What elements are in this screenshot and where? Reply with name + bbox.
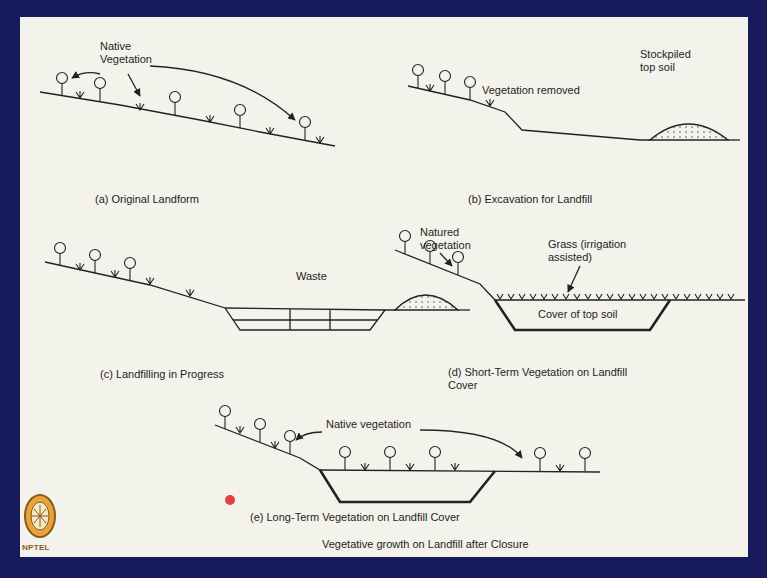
subfigure-title: (e) Long-Term Vegetation on Landfill Cov…	[250, 511, 460, 524]
ground-line	[40, 92, 335, 146]
vegetation	[55, 65, 735, 472]
leader-line	[568, 266, 580, 292]
callout-label: Grass (irrigation assisted)	[548, 238, 648, 264]
nptel-logo	[25, 495, 55, 537]
ground-line	[458, 309, 470, 310]
leader-line	[128, 74, 140, 96]
callout-label: Native Vegetation	[100, 40, 160, 66]
ground-line	[215, 425, 600, 472]
ground-line	[728, 139, 740, 140]
landfill-cover	[320, 470, 495, 502]
waste-cells	[225, 308, 385, 330]
ground-line	[45, 262, 395, 330]
callout-label: Cover of top soil	[538, 308, 617, 321]
leader-line	[420, 430, 522, 458]
subfigure-title: (c) Landfilling in Progress	[100, 368, 224, 381]
subfigure-title: (a) Original Landform	[95, 193, 199, 206]
leader-line	[150, 66, 295, 120]
callout-label: Natured vegetation	[420, 226, 482, 252]
landfill-cover	[495, 300, 670, 330]
callout-label: Stockpiled top soil	[640, 48, 702, 74]
callout-label: Native vegetation	[326, 418, 411, 431]
sketches	[40, 66, 745, 502]
stockpile	[650, 124, 728, 140]
subfigure-title: (b) Excavation for Landfill	[468, 193, 592, 206]
logo-text: NPTEL	[22, 541, 50, 554]
leader-line	[440, 253, 452, 266]
callout-label: Waste	[296, 270, 327, 283]
leader-line	[72, 73, 100, 78]
leader-line	[296, 432, 322, 440]
figure-caption: Vegetative growth on Landfill after Clos…	[322, 538, 529, 551]
stockpile	[395, 295, 458, 310]
subfigure-title: (d) Short-Term Vegetation on Landfill Co…	[448, 366, 628, 392]
callout-label: Vegetation removed	[482, 84, 580, 97]
pointer-dot	[225, 495, 235, 505]
slide-panel	[20, 17, 748, 557]
